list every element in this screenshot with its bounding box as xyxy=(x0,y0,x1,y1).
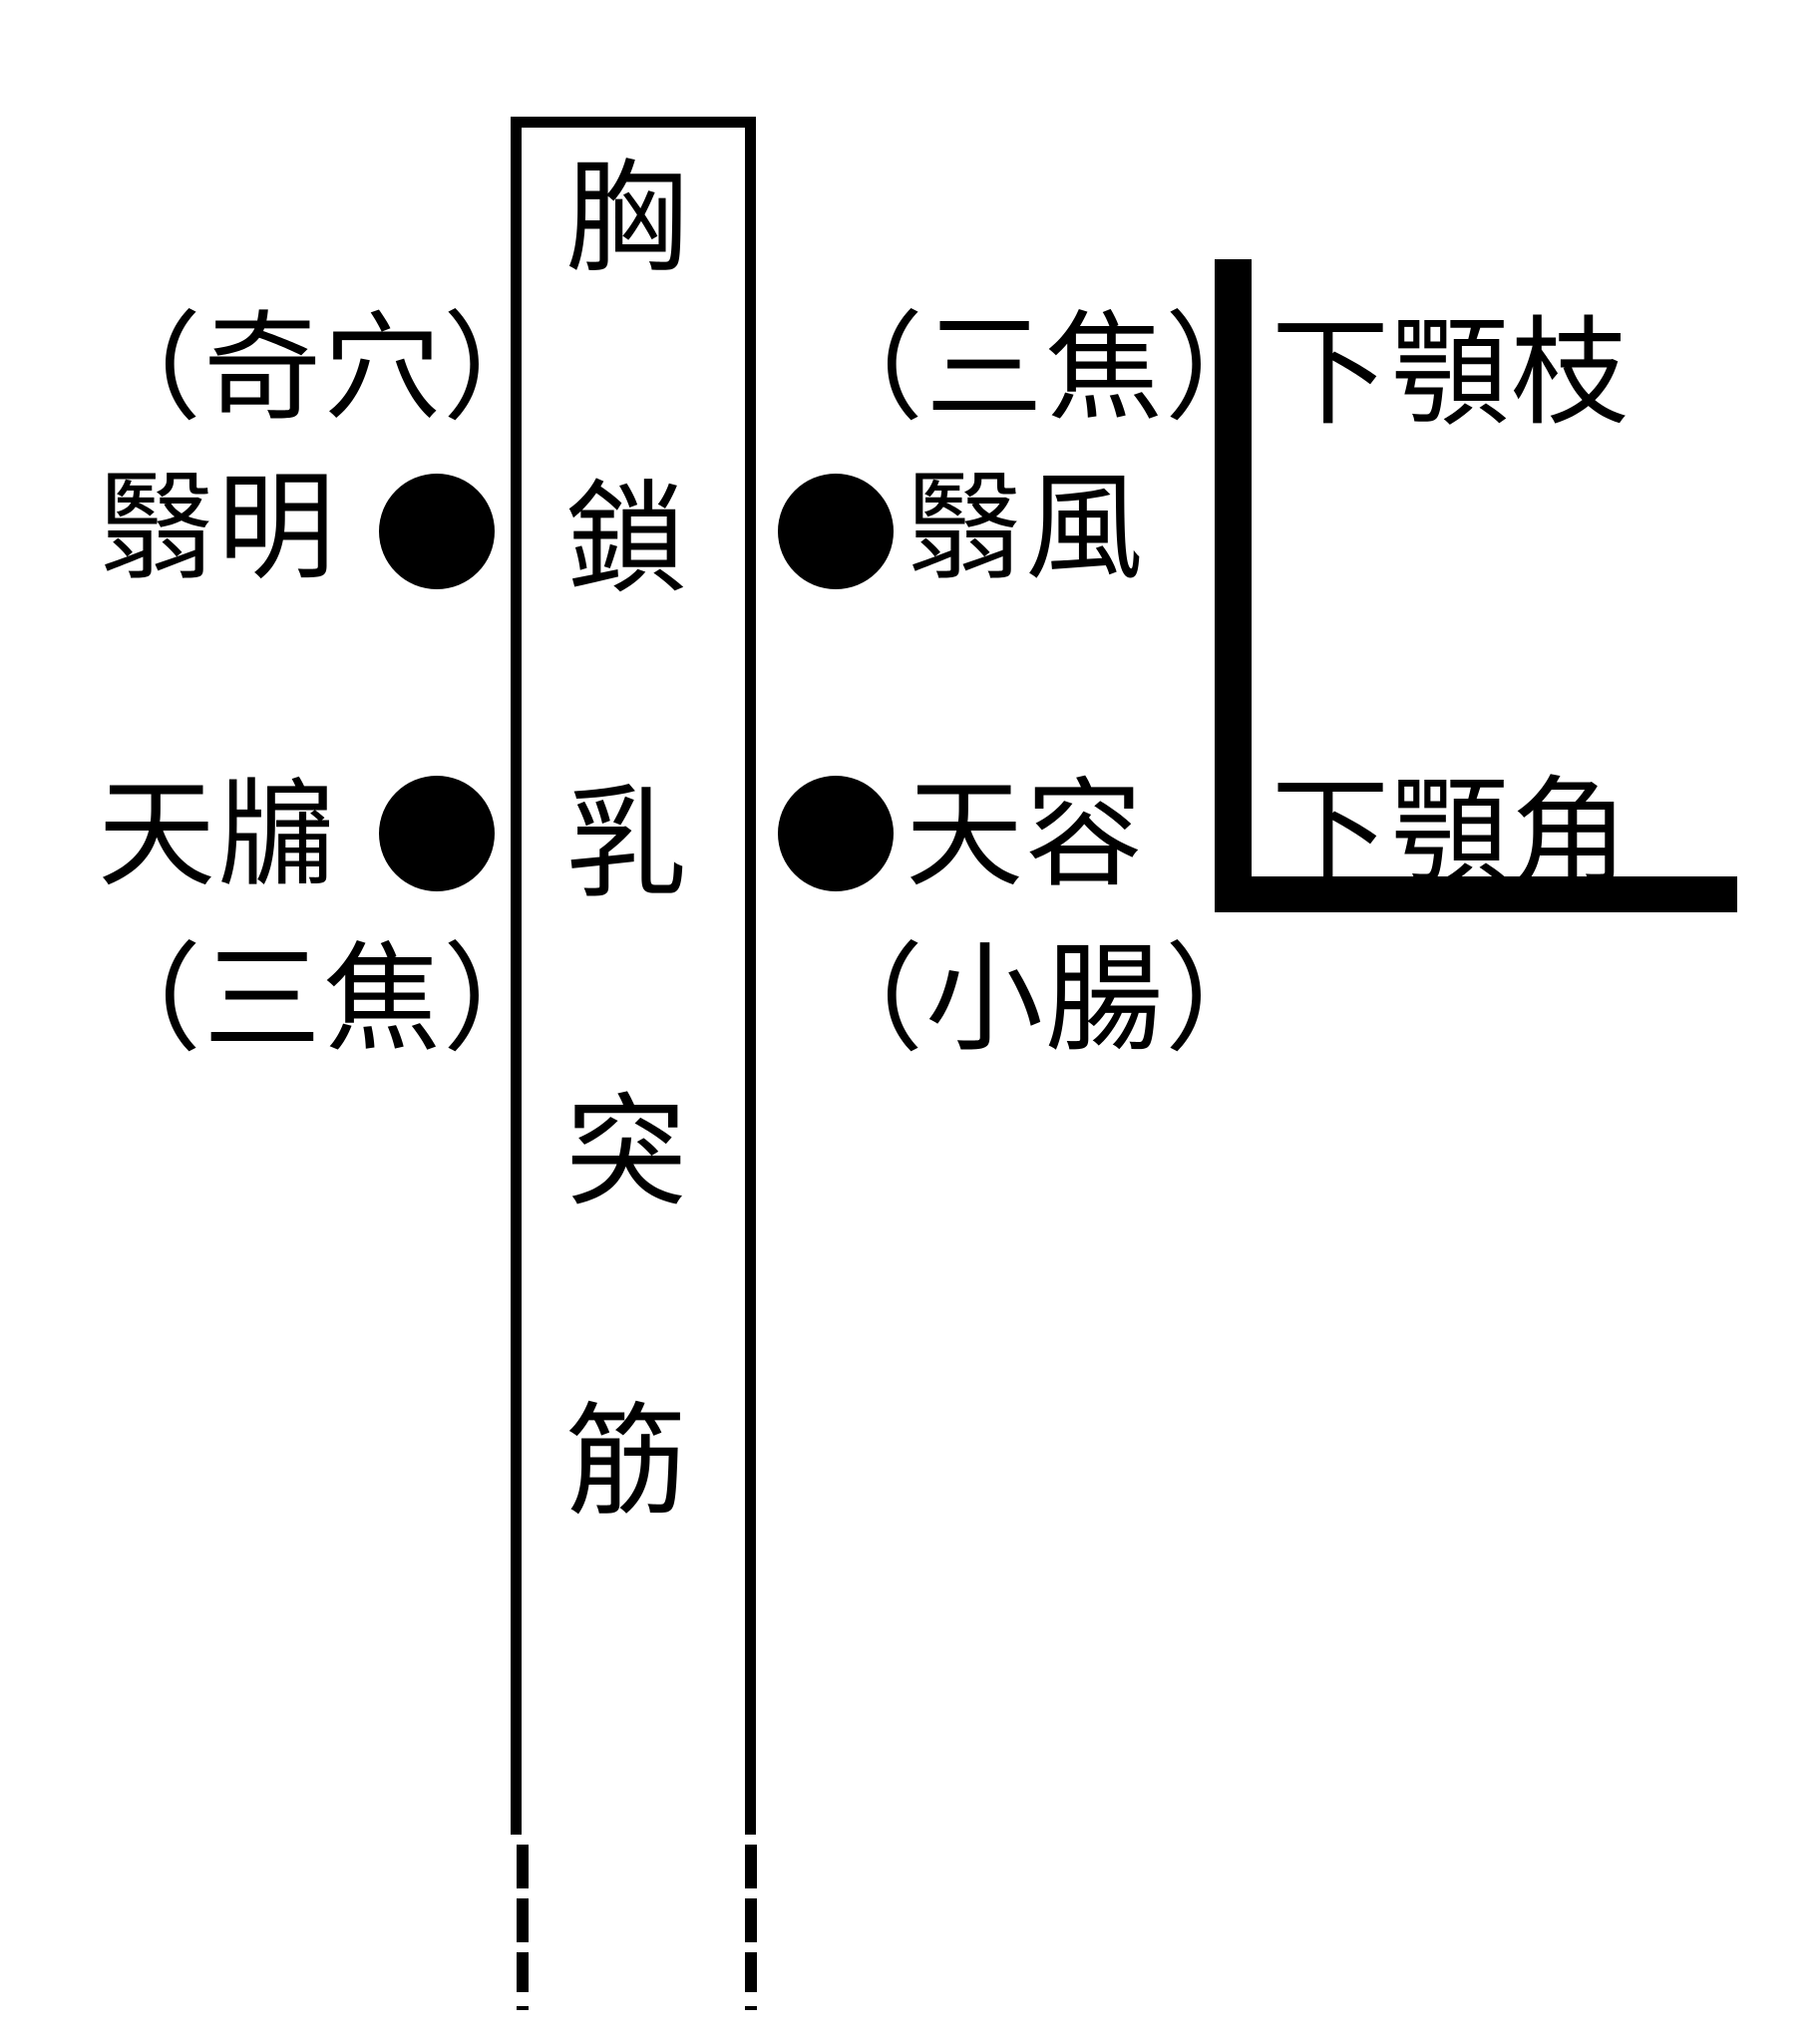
point-meridian-label: （三焦） xyxy=(84,930,563,1068)
muscle-right-border xyxy=(745,117,756,1835)
point-name-label: 翳風 xyxy=(906,459,1146,596)
mandible-ramus-line xyxy=(1215,259,1252,912)
point-meridian-label: （奇穴） xyxy=(84,299,563,437)
mandible-ramus-label: 下顎枝 xyxy=(1272,304,1632,442)
muscle-name-char: 突 xyxy=(565,1082,687,1223)
point-meridian-label: （小腸） xyxy=(806,930,1285,1068)
muscle-right-dash xyxy=(745,1952,757,1992)
acupoint-marker xyxy=(778,776,894,891)
muscle-name-char: 鎖 xyxy=(565,469,687,610)
muscle-right-dash xyxy=(745,1845,757,1888)
muscle-left-dash xyxy=(517,1845,529,1888)
mandible-base-line xyxy=(1215,876,1737,912)
acupoint-marker xyxy=(379,776,495,891)
muscle-left-dash xyxy=(517,1952,529,1992)
point-name-label: 天牖 xyxy=(98,766,338,903)
mandible-angle-label: 下顎角 xyxy=(1272,764,1632,901)
point-meridian-label: （三焦） xyxy=(806,299,1285,437)
muscle-left-dash xyxy=(517,1898,529,1942)
muscle-name-char: 筋 xyxy=(565,1391,687,1532)
point-name-label: 天容 xyxy=(906,766,1146,903)
muscle-name-char: 胸 xyxy=(565,148,687,289)
muscle-right-dash xyxy=(745,2006,757,2010)
acupoint-marker xyxy=(379,474,495,589)
muscle-top-border xyxy=(511,117,756,128)
acupoint-marker xyxy=(778,474,894,589)
muscle-right-dash xyxy=(745,1898,757,1942)
muscle-left-dash xyxy=(517,2006,529,2010)
muscle-name-char: 乳 xyxy=(565,774,687,915)
point-name-label: 翳明 xyxy=(98,459,338,596)
muscle-left-border xyxy=(511,117,522,1835)
